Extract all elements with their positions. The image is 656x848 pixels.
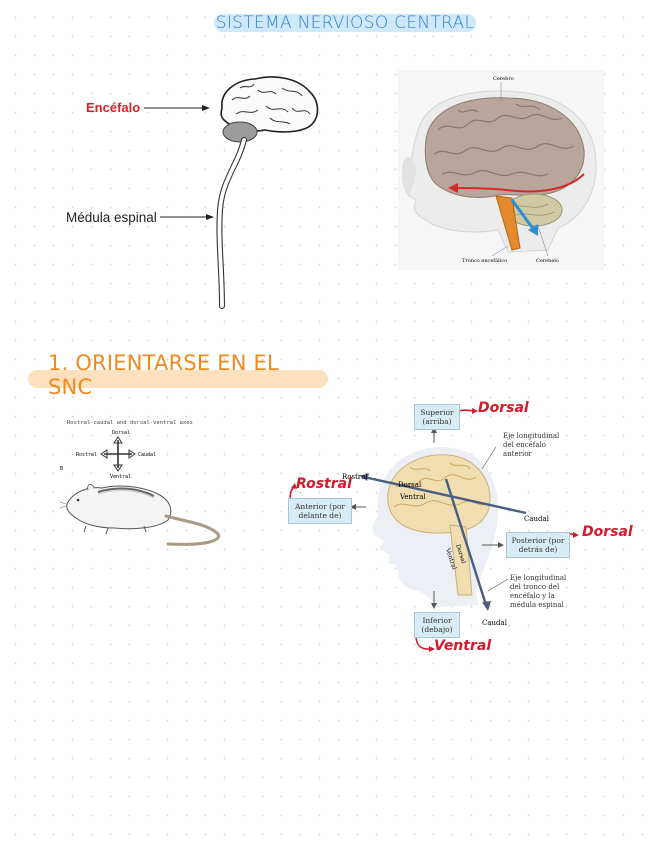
rat-figure: Dorsal Ventral Rostral Caudal B	[58, 428, 238, 552]
inner-ventral: Ventral	[399, 493, 426, 501]
section-title: 1. ORIENTARSE EN EL SNC	[48, 360, 330, 390]
note-axis-brain: Eje longitudinal del encéfalo anterior	[503, 432, 567, 459]
hand-rostral: Rostral	[296, 476, 352, 492]
section-title-text: 1. ORIENTARSE EN EL SNC	[48, 351, 330, 399]
label-spinal-cord: Médula espinal	[66, 210, 157, 225]
box-superior: Superior (arriba)	[414, 404, 460, 430]
hand-ventral: Ventral	[434, 638, 491, 654]
label-cerebellum: Cerebelo	[536, 258, 559, 264]
rat-panel-letter: B	[60, 466, 63, 472]
note-axis-stem: Eje longitudinal del tronco del encéfalo…	[510, 574, 574, 610]
main-title: SISTEMA NERVIOSO CENTRAL	[214, 11, 476, 35]
hand-dorsal-right: Dorsal	[582, 524, 633, 540]
label-caudal-lower: Caudal	[482, 619, 508, 627]
rat-caption: Rostral-caudal and dorsal-ventral axes	[67, 420, 193, 426]
rat-caudal: Caudal	[138, 452, 156, 458]
rat-dorsal: Dorsal	[112, 430, 130, 436]
label-caudal-upper: Caudal	[524, 515, 550, 523]
label-encephalon: Encéfalo	[86, 100, 140, 115]
rat-ventral: Ventral	[110, 474, 131, 480]
brain-spinal-diagram	[140, 70, 340, 315]
rat-rostral: Rostral	[76, 452, 97, 458]
inner-dorsal: Dorsal	[398, 481, 422, 489]
box-posterior: Posterior (por detrás de)	[506, 532, 570, 558]
label-cerebrum: Cerebro	[493, 76, 514, 82]
brain-3d-illustration: Cerebro Tronco encefálico Cerebelo	[398, 70, 604, 270]
label-brainstem: Tronco encefálico	[462, 257, 507, 264]
main-title-text: SISTEMA NERVIOSO CENTRAL	[216, 13, 475, 33]
hand-dorsal-top: Dorsal	[478, 400, 529, 416]
box-anterior: Anterior (por delante de)	[288, 498, 352, 524]
brain-3d-figure: Cerebro Tronco encefálico Cerebelo	[398, 70, 604, 270]
box-inferior: Inferior (debajo)	[414, 612, 460, 638]
